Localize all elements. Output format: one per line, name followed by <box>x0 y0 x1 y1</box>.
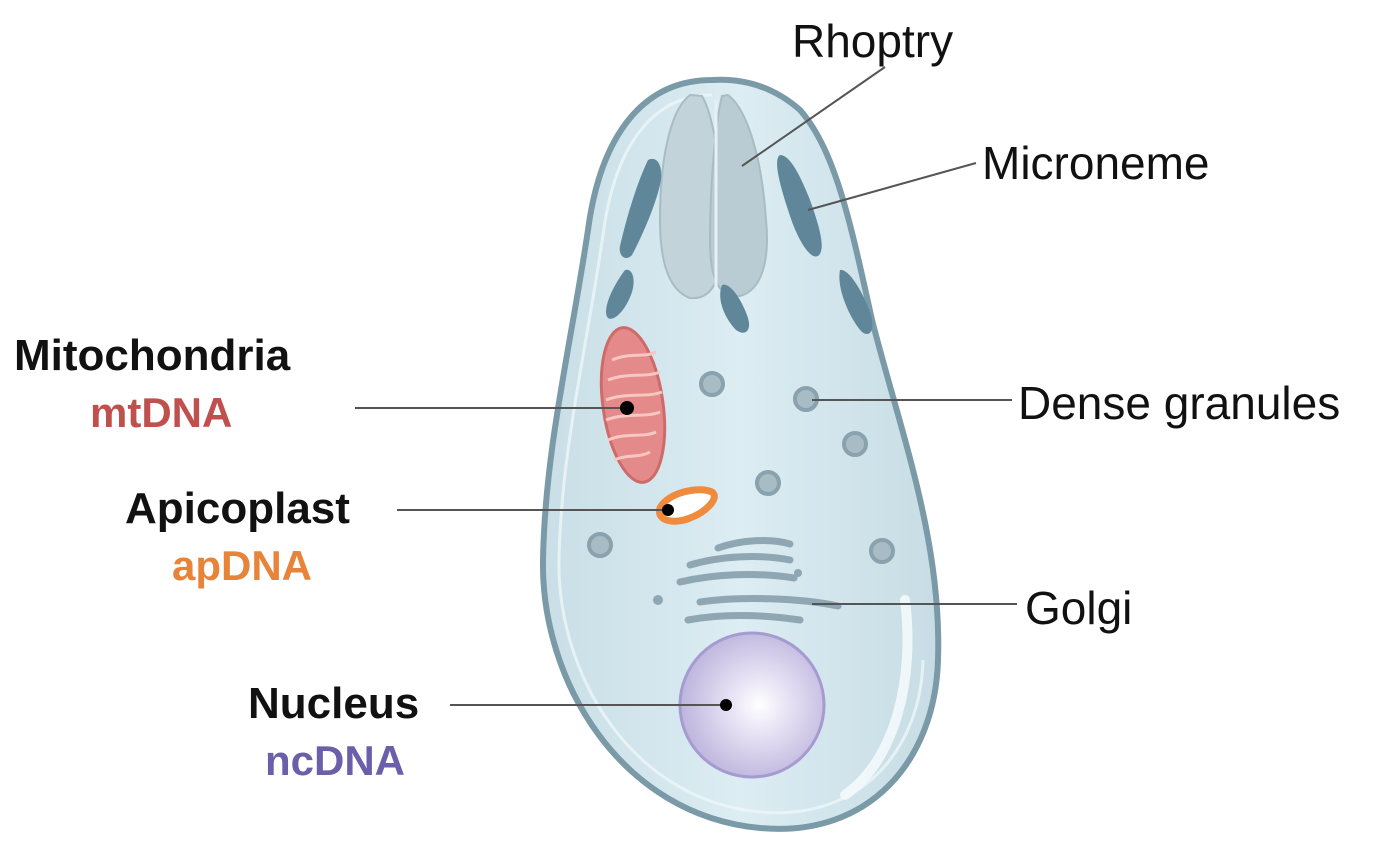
mtdna-label: mtDNA <box>90 392 232 434</box>
apdna-label: apDNA <box>172 545 312 587</box>
microneme-label: Microneme <box>982 140 1210 186</box>
golgi-label: Golgi <box>1025 585 1132 631</box>
rhoptry-label: Rhoptry <box>792 18 953 64</box>
apicoplast-label: Apicoplast <box>125 487 350 531</box>
ncdna-label: ncDNA <box>265 740 405 782</box>
nucleus-label: Nucleus <box>248 682 419 726</box>
dense-granules-label: Dense granules <box>1018 380 1340 426</box>
mitochondria-label: Mitochondria <box>14 334 290 378</box>
